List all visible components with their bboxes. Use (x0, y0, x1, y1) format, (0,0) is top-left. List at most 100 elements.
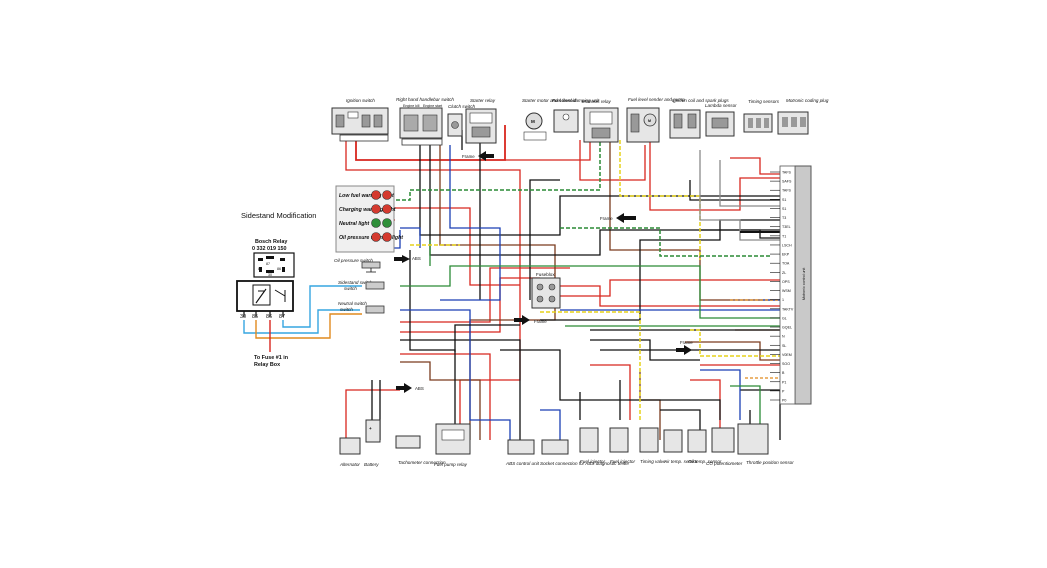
warning-lamp-icon (371, 218, 381, 228)
label-timing-sensors: Timing sensors (748, 99, 780, 104)
warning-lamp-icon (382, 204, 392, 214)
label-fuseblox: Fuseblox (536, 272, 555, 277)
ecu-pin-label: EKP (782, 253, 790, 257)
warning-lamp-icon (382, 218, 392, 228)
ecu-pin-label: B (782, 371, 785, 375)
label-oil-temp: Oil temp. sensor (688, 459, 722, 464)
svg-text:M: M (648, 119, 651, 123)
fuseblox: Fuseblox (531, 272, 561, 309)
label-engine-kill: Engine kill (403, 104, 420, 108)
svg-text:ABS: ABS (415, 386, 424, 391)
label-throttle-sensor: Throttle position sensor (746, 460, 794, 465)
lamp-label: Neutral light (339, 221, 370, 227)
label-timing-valve: Timing valve (640, 459, 666, 464)
fuel-injector-box (609, 427, 629, 453)
svg-text:ABS: ABS (412, 256, 421, 261)
svg-text:+: + (369, 426, 372, 431)
ecu-pin-label: S1 (782, 198, 786, 202)
sidestand-switch-icon (365, 281, 385, 290)
label-neutral-switch: Neutral switch (338, 301, 367, 306)
oil-pressure-switch-icon (361, 261, 381, 269)
relay-pin-87: 87 (279, 314, 285, 320)
label-fuel-pump: Fuel level sender and pump (628, 97, 685, 102)
label-fuel-damping: Fuel level damping unit (552, 98, 600, 103)
ecu-pin-label: OPS (782, 280, 790, 284)
bottom-components: Alternator + Battery Tachometer connecti… (339, 419, 794, 467)
ecu-pin-strip (779, 165, 796, 405)
throttle-sensor-box (737, 423, 769, 455)
neutral-switch-icon (365, 305, 385, 314)
relay-inner-pin: 30 (268, 273, 272, 277)
warning-lamp-icon (382, 190, 392, 200)
ecu-pin-label: WSM (782, 289, 791, 293)
co-potentiometer-box (711, 427, 735, 453)
fuse-note-line2: Relay Box (254, 362, 280, 368)
frame-arrow: Frame (514, 315, 547, 325)
alternator-box (339, 437, 361, 455)
label-starter-motor: Starter motor and solenoid (522, 98, 577, 103)
ecu-pin-label: ZL (782, 271, 786, 275)
wiring-harness (345, 125, 781, 440)
label-abs-unit: ABS control unit (505, 461, 540, 466)
abs-socket-box (541, 439, 569, 455)
fuel-damping-box (553, 109, 579, 133)
ecu-pin-label: SAFS (782, 180, 792, 184)
fuel-injector-box (579, 427, 599, 453)
label-sidestand-switch: Sidestand switch (338, 280, 373, 285)
ecu-pin-label: LSCH (782, 243, 792, 247)
bosch-relay: Bosch Relay 0 332 019 150 87 85 86 30 30… (236, 239, 362, 368)
label-lambda-sensor: Lambda sensor (705, 103, 737, 108)
ecu-pin-label: SL (782, 344, 786, 348)
ecu-pin-label: TAFS (782, 171, 792, 175)
ecu-pin-label: T1 (782, 234, 786, 238)
label-clutch-switch: Clutch switch (448, 104, 476, 109)
label-ignition-switch: Ignition switch (346, 98, 375, 103)
svg-text:Frame: Frame (534, 319, 547, 324)
air-temp-sensor-box (663, 429, 683, 453)
label-engine-start: Engine start (423, 104, 442, 108)
label-oil-pressure-switch: Oil pressure switch (334, 258, 373, 263)
relay-body (236, 280, 294, 312)
relay-pin-86: 86 (266, 314, 272, 320)
tachometer-box (395, 435, 421, 449)
svg-text:Frame: Frame (600, 216, 613, 221)
relay-inner-pin: 85 (258, 267, 262, 271)
warning-lamp-icon (382, 232, 392, 242)
lamp-label: Charging warning light (339, 207, 396, 213)
relay-pin-30: 30 (240, 314, 246, 320)
ecu-pin-label: TOA (782, 262, 790, 266)
battery-box (365, 419, 381, 443)
ecu-pin-label: S1 (782, 207, 786, 211)
abs-arrow: ABS (396, 383, 424, 393)
ecu-pin-label: P1 (782, 380, 786, 384)
ecu-pin-label: SOO (782, 362, 790, 366)
starter-motor-icon (525, 112, 543, 130)
label-coding-plug: Motronic coding plug (786, 98, 829, 103)
label-alternator: Alternator (339, 462, 360, 467)
svg-text:M: M (531, 119, 535, 124)
ecu-pin-label: TAKTV (782, 307, 794, 311)
label-ignition-coil: Ignition coil and spark plugs (672, 98, 729, 103)
fuse-note-line1: To Fuse #1 in (254, 355, 288, 361)
label-air-temp: Air temp. sensor (663, 459, 698, 464)
warning-lamp-icon (371, 232, 381, 242)
abs-arrow: ABS (394, 255, 421, 263)
lambda-sensor-box (705, 111, 735, 137)
ecu-pin-label: V0EM (782, 353, 792, 357)
ecu-pin-label: 1 (782, 298, 784, 302)
frame-arrow: Frame (600, 213, 636, 223)
relay-pin-85: 85 (252, 314, 258, 320)
ecu-label: Motronic control unit (802, 268, 806, 300)
label-starter-relay: Starter relay (470, 98, 496, 103)
label-co-potentiometer: CO potentiometer (706, 461, 743, 466)
label-motronic-relay: Motronic relay (582, 99, 612, 104)
main-diagram: Ignition switch Right hand handlebar swi… (331, 97, 829, 467)
lamp-label: Oil pressure warning light (339, 235, 403, 241)
top-components: Ignition switch Right hand handlebar swi… (331, 97, 829, 146)
abs-unit-box (507, 439, 535, 455)
relay-inner-pin: 87 (266, 262, 270, 266)
sidestand-modification-title: Sidestand Modification (241, 211, 316, 220)
ecu-pin-label: GQEL (782, 326, 792, 330)
label-fuel-injector: Fuel injector (610, 459, 635, 464)
